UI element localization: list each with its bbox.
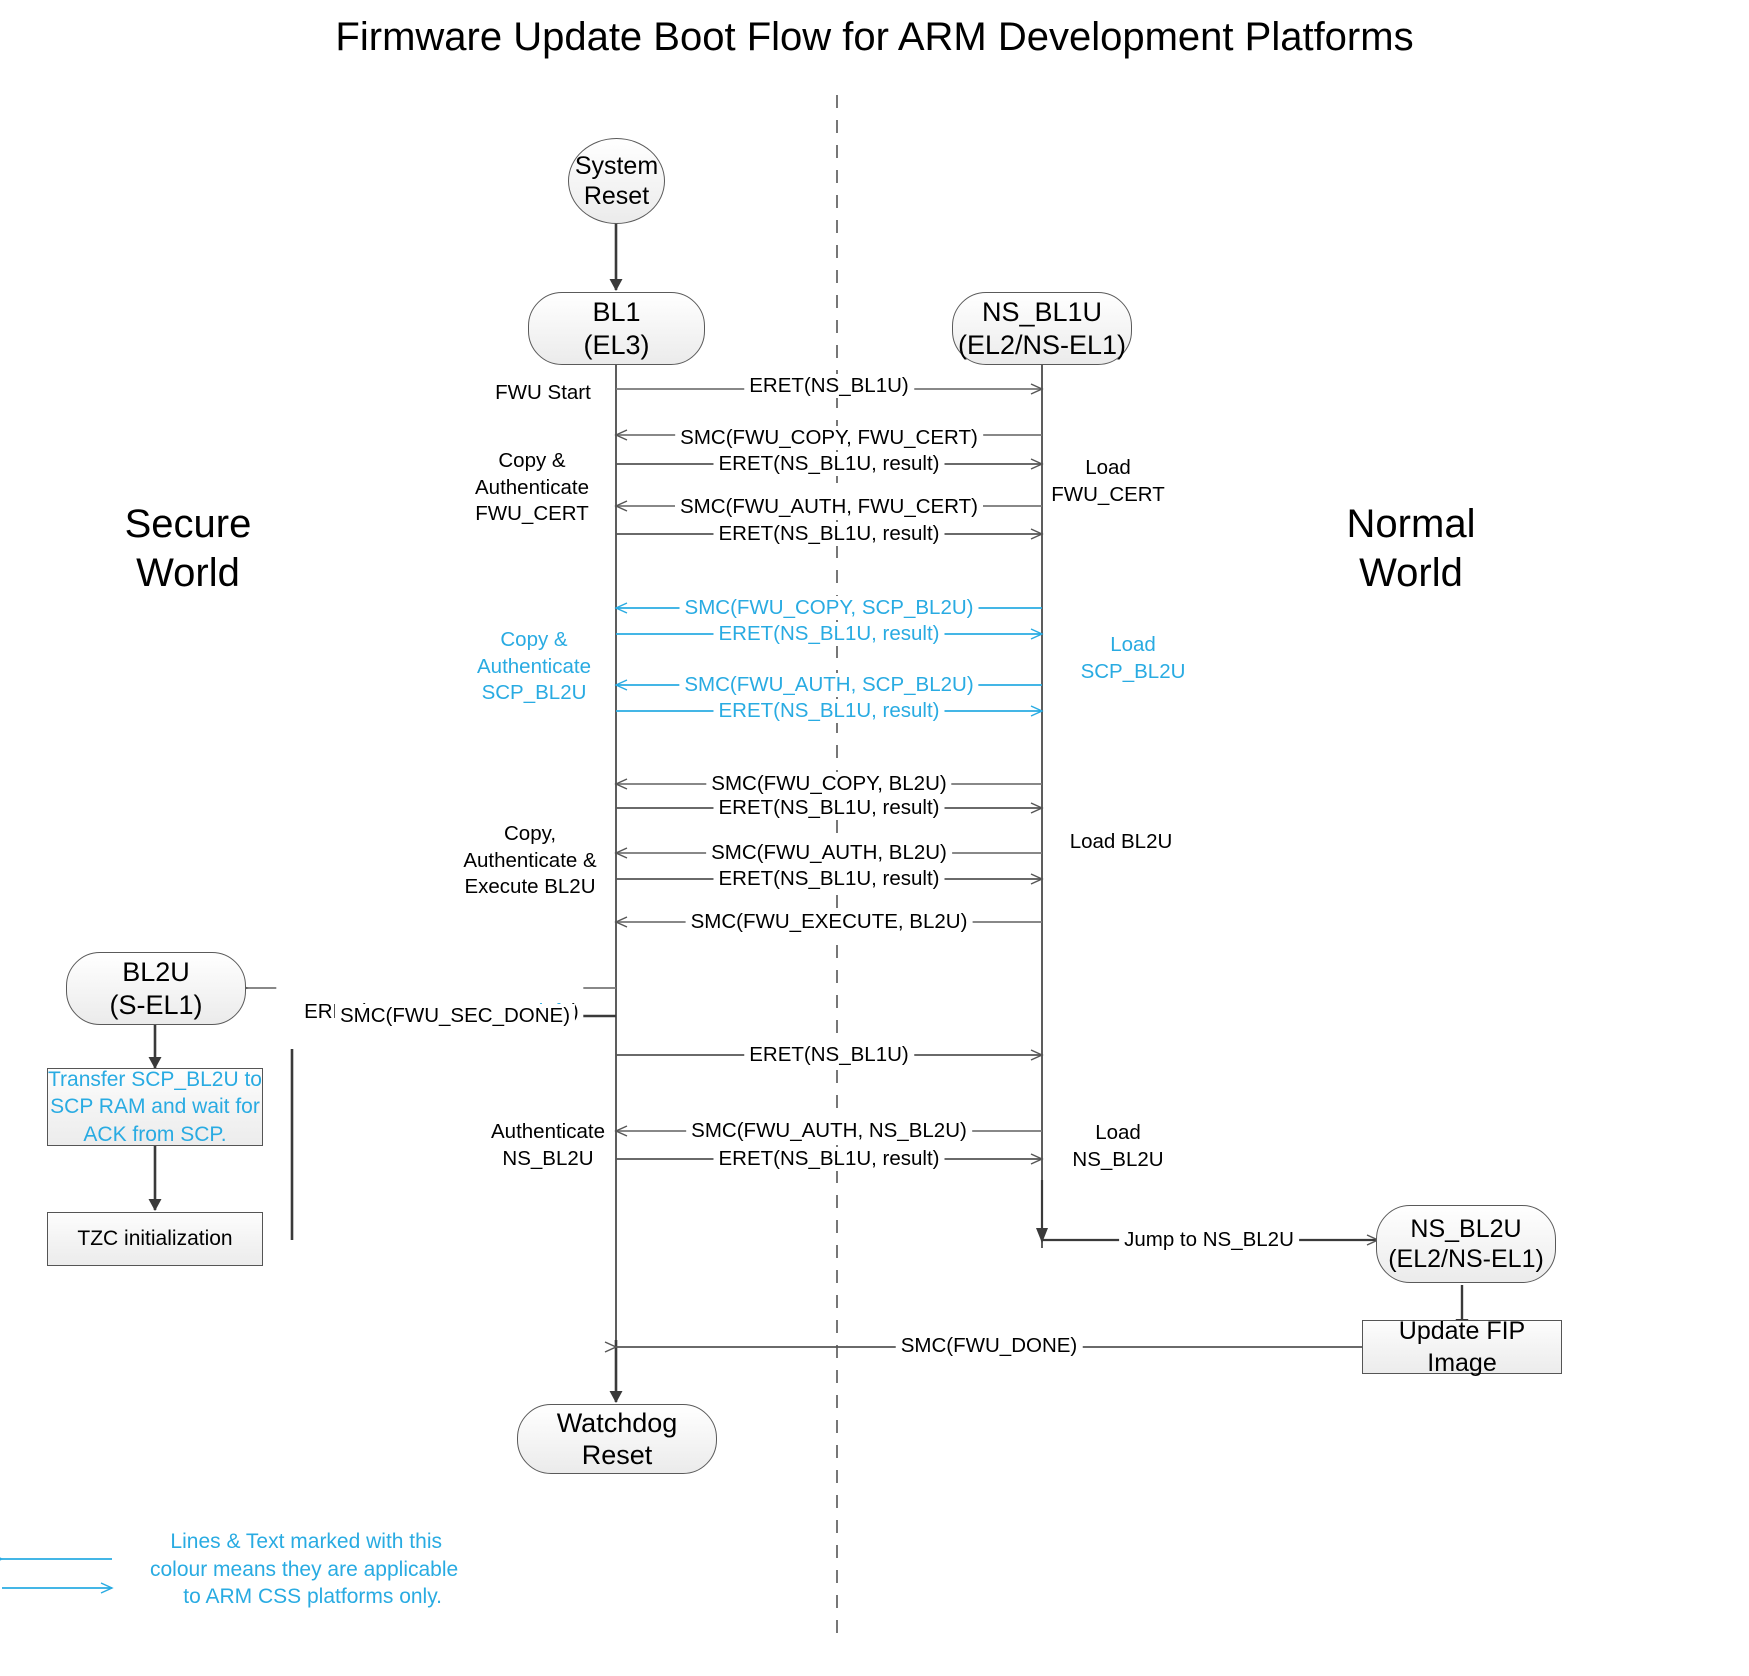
annotation-load-ns-bl2u: Load NS_BL2U xyxy=(1072,1121,1164,1171)
message-label: ERET(NS_BL1U, result) xyxy=(713,522,945,547)
message-label: ERET(NS_BL1U) xyxy=(744,1043,914,1068)
node-ns-bl1u[interactable]: NS_BL1U (EL2/NS-EL1) xyxy=(952,292,1132,365)
message-label: ERET(NS_BL1U, result) xyxy=(713,622,945,647)
message-label: SMC(FWU_COPY, SCP_BL2U) xyxy=(679,596,979,621)
box-transfer-scp-bl2u[interactable]: Transfer SCP_BL2U to SCP RAM and wait fo… xyxy=(47,1068,263,1146)
message-smc-fwu-done: SMC(FWU_DONE) xyxy=(895,1334,1083,1359)
message-label: SMC(FWU_AUTH, SCP_BL2U) xyxy=(679,673,979,698)
message-label: SMC(FWU_COPY, FWU_CERT) xyxy=(675,426,983,451)
message-label: ERET(NS_BL1U) xyxy=(744,374,914,399)
box-tzc-initialization[interactable]: TZC initialization xyxy=(47,1212,263,1266)
legend-text: Lines & Text marked with this colour mea… xyxy=(150,1530,459,1609)
message-label: ERET(NS_BL1U, result) xyxy=(713,1147,945,1172)
node-watchdog-reset[interactable]: Watchdog Reset xyxy=(517,1404,717,1474)
message-label: SMC(FWU_AUTH, NS_BL2U) xyxy=(686,1119,972,1144)
annotation-copy-auth-exec-bl2u: Copy, Authenticate & Execute BL2U xyxy=(463,822,597,899)
annotation-authenticate-ns-bl2u: Authenticate NS_BL2U xyxy=(491,1120,605,1170)
message-label: SMC(FWU_EXECUTE, BL2U) xyxy=(685,910,973,935)
annotation-copy-auth-fwu-cert: Copy & Authenticate FWU_CERT xyxy=(475,449,589,526)
page-title: Firmware Update Boot Flow for ARM Develo… xyxy=(335,15,1414,59)
message-label: SMC(FWU_AUTH, FWU_CERT) xyxy=(675,495,983,520)
message-smc-fwu-sec-done: SMC(FWU_SEC_DONE) xyxy=(334,1004,576,1029)
node-ns-bl2u[interactable]: NS_BL2U (EL2/NS-EL1) xyxy=(1376,1205,1556,1283)
normal-world-label: Normal World xyxy=(1346,502,1476,595)
annotation-load-bl2u: Load BL2U xyxy=(1069,830,1173,853)
node-bl2u[interactable]: BL2U (S-EL1) xyxy=(66,952,246,1025)
box-update-fip-image[interactable]: Update FIP Image xyxy=(1362,1317,1562,1377)
message-label: ERET(NS_BL1U, result) xyxy=(713,699,945,724)
annotation-load-fwu-cert: Load FWU_CERT xyxy=(1051,456,1165,506)
secure-world-label: Secure World xyxy=(124,502,252,595)
message-label: ERET(NS_BL1U, result) xyxy=(713,452,945,477)
message-label: ERET(NS_BL1U, result) xyxy=(713,796,945,821)
annotation-load-scp-bl2u: Load SCP_BL2U xyxy=(1080,633,1186,683)
message-part-suffix: ) xyxy=(571,1000,579,1024)
annotation-fwu-start: FWU Start xyxy=(495,381,591,404)
node-bl1[interactable]: BL1 (EL3) xyxy=(528,292,705,365)
node-system-reset[interactable]: System Reset xyxy=(568,138,665,224)
message-jump-to-ns-bl2u: Jump to NS_BL2U xyxy=(1119,1228,1299,1253)
message-label: SMC(FWU_COPY, BL2U) xyxy=(706,772,952,797)
message-label: SMC(FWU_AUTH, BL2U) xyxy=(706,841,952,866)
annotation-copy-auth-scp-bl2u: Copy & Authenticate SCP_BL2U xyxy=(477,628,591,705)
message-label: ERET(NS_BL1U, result) xyxy=(713,867,945,892)
